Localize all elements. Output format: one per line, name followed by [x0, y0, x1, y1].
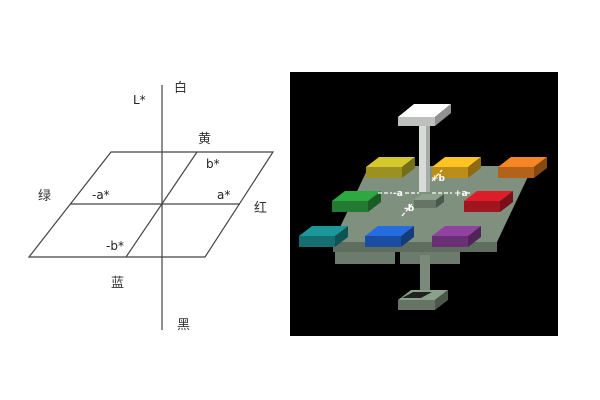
green-block-front	[332, 201, 368, 212]
label-pos-a-3d: +a	[454, 189, 468, 199]
purple-block-front	[432, 236, 468, 247]
olive-block-side	[402, 157, 415, 178]
yellow-block-side	[468, 157, 481, 178]
upper-stem-shade	[426, 122, 430, 192]
lower-shelf-left	[335, 252, 395, 264]
bottom-block-front	[398, 300, 435, 310]
red-block-side	[500, 191, 513, 212]
neg-b-axis-line	[401, 203, 413, 217]
center-block-side	[436, 194, 444, 208]
purple-block-side	[468, 226, 481, 247]
pos-b-axis-line	[431, 169, 443, 182]
label-pos-b: b*	[206, 157, 220, 171]
ab-plane	[27, 151, 275, 258]
bottom-block-side	[435, 290, 448, 310]
teal-block-front	[299, 236, 335, 247]
label-green: 绿	[38, 189, 51, 204]
lower-stem	[420, 255, 430, 300]
yellow-block-top	[432, 157, 481, 167]
label-neg-b: -b*	[106, 239, 124, 253]
label-white: 白	[174, 80, 187, 96]
lab-axes-diagram	[27, 85, 275, 330]
label-neg-a: -a*	[92, 188, 110, 202]
teal-block-side	[335, 226, 348, 247]
yellow-block-front	[432, 167, 468, 178]
label-neg-b-3d: -b	[404, 204, 415, 214]
blue-block-side	[401, 226, 414, 247]
white-block-front	[398, 117, 435, 126]
red-block-top	[464, 191, 513, 201]
center-block-front	[414, 200, 436, 208]
orange-block-front	[498, 167, 534, 178]
red-block-front	[464, 201, 500, 212]
label-red: 红	[254, 200, 267, 216]
label-l-axis: L*	[133, 93, 146, 107]
center-block-top	[414, 194, 444, 200]
label-pos-b-3d: +b	[431, 174, 446, 184]
white-block-side	[435, 104, 451, 126]
orange-block-top	[498, 157, 547, 167]
label-pos-a: a*	[217, 188, 230, 202]
purple-block-top	[432, 226, 481, 236]
label-blue: 蓝	[111, 276, 124, 291]
label-neg-a-3d: -a	[393, 189, 403, 199]
white-block-top	[398, 104, 451, 117]
blue-block-front	[365, 236, 401, 247]
label-yellow: 黄	[198, 132, 211, 147]
teal-block-top	[299, 226, 348, 236]
bottom-block-shadow	[402, 292, 432, 298]
blue-block-top	[365, 226, 414, 236]
upper-stem	[419, 122, 430, 192]
label-black: 黑	[177, 318, 190, 333]
b-axis	[125, 151, 198, 258]
lab-3d-model: -a +a +b -b	[290, 72, 558, 336]
orange-block-side	[534, 157, 547, 178]
olive-block-front	[366, 167, 402, 178]
green-block-top	[332, 191, 381, 201]
olive-block-top	[366, 157, 415, 167]
green-block-side	[368, 191, 381, 212]
